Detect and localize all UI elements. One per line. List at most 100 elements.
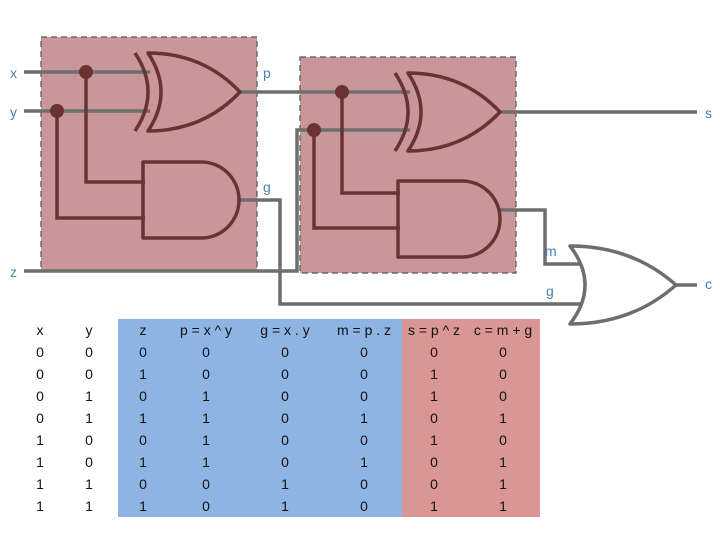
table-cell: 0 (326, 473, 402, 495)
table-cell: 1 (118, 451, 168, 473)
table-cell: 0 (466, 341, 540, 363)
xor-gate-1 (133, 51, 242, 133)
half-adder-block-2 (299, 56, 517, 274)
table-cell: 0 (36, 388, 44, 404)
junction-y (50, 104, 64, 118)
table-cell: 0 (85, 432, 93, 448)
table-cell: 1 (85, 498, 93, 514)
table-cell: 0 (402, 451, 466, 473)
table-cell: 1 (168, 407, 244, 429)
header-c: c = m + g (466, 319, 540, 341)
branch-p-to-and2 (340, 92, 400, 195)
table-cell: 0 (244, 341, 326, 363)
wire-z (24, 128, 410, 273)
table-cell: 1 (85, 388, 93, 404)
table-cell: 1 (244, 473, 326, 495)
xor-gate-2 (393, 71, 502, 153)
header-y: y (85, 322, 93, 338)
table-cell: 1 (36, 454, 44, 470)
table-cell: 1 (85, 410, 93, 426)
table-cell: 0 (244, 363, 326, 385)
header-x: x (36, 322, 44, 338)
table-cell: 0 (326, 429, 402, 451)
wire-m (500, 208, 588, 266)
table-cell: 0 (466, 429, 540, 451)
table-cell: 0 (244, 385, 326, 407)
junction-dots (50, 65, 349, 137)
label-m: m (545, 243, 557, 259)
truth-table-header: x y z p = x ^ y g = x . y m = p . z s = … (20, 319, 540, 341)
and-gate-1 (141, 160, 241, 240)
table-cell: 0 (402, 407, 466, 429)
label-y: y (10, 104, 17, 120)
table-cell: 0 (168, 473, 244, 495)
table-cell: 1 (466, 407, 540, 429)
table-cell: 0 (326, 495, 402, 517)
label-p: p (263, 65, 271, 81)
label-c: c (705, 276, 712, 292)
wire-g (240, 198, 585, 306)
label-g-top: g (263, 179, 271, 195)
table-cell: 1 (466, 495, 540, 517)
table-cell: 0 (85, 344, 93, 360)
table-cell: 1 (244, 495, 326, 517)
label-x: x (10, 65, 17, 81)
branch-z-to-and2 (312, 130, 400, 230)
table-cell: 0 (118, 473, 168, 495)
table-cell: 0 (244, 429, 326, 451)
label-s: s (705, 105, 712, 121)
table-cell: 0 (466, 363, 540, 385)
table-cell: 0 (244, 451, 326, 473)
table-cell: 1 (168, 385, 244, 407)
table-cell: 1 (402, 363, 466, 385)
gates (133, 51, 502, 259)
table-cell: 0 (36, 344, 44, 360)
table-cell: 1 (402, 385, 466, 407)
table-cell: 0 (36, 366, 44, 382)
table-cell: 0 (326, 385, 402, 407)
junction-x (79, 65, 93, 79)
truth-table: x y z p = x ^ y g = x . y m = p . z s = … (20, 319, 540, 517)
table-cell: 0 (168, 495, 244, 517)
table-cell: 1 (168, 451, 244, 473)
table-cell: 1 (402, 429, 466, 451)
table-cell: 1 (466, 451, 540, 473)
table-cell: 0 (168, 363, 244, 385)
table-cell: 1 (118, 407, 168, 429)
table-cell: 0 (118, 341, 168, 363)
table-cell: 1 (326, 407, 402, 429)
table-cell: 0 (326, 341, 402, 363)
branch-y-to-and1 (55, 111, 145, 220)
table-cell: 1 (36, 432, 44, 448)
table-cell: 1 (466, 473, 540, 495)
table-cell: 1 (118, 495, 168, 517)
table-cell: 0 (85, 366, 93, 382)
table-cell: 0 (402, 473, 466, 495)
or-gate (568, 244, 678, 326)
table-cell: 0 (168, 341, 244, 363)
table-cell: 0 (36, 410, 44, 426)
header-p: p = x ^ y (168, 319, 244, 341)
gate-branch-wires (55, 72, 400, 230)
header-m: m = p . z (326, 319, 402, 341)
and-gate-2 (396, 179, 502, 259)
table-cell: 0 (244, 407, 326, 429)
table-cell: 1 (326, 451, 402, 473)
header-z: z (118, 319, 168, 341)
table-cell: 0 (466, 385, 540, 407)
table-cell: 1 (402, 495, 466, 517)
junction-z (307, 123, 321, 137)
table-cell: 0 (85, 454, 93, 470)
label-g-bottom: g (546, 283, 554, 299)
table-cell: 0 (118, 385, 168, 407)
table-cell: 1 (168, 429, 244, 451)
header-g: g = x . y (244, 319, 326, 341)
